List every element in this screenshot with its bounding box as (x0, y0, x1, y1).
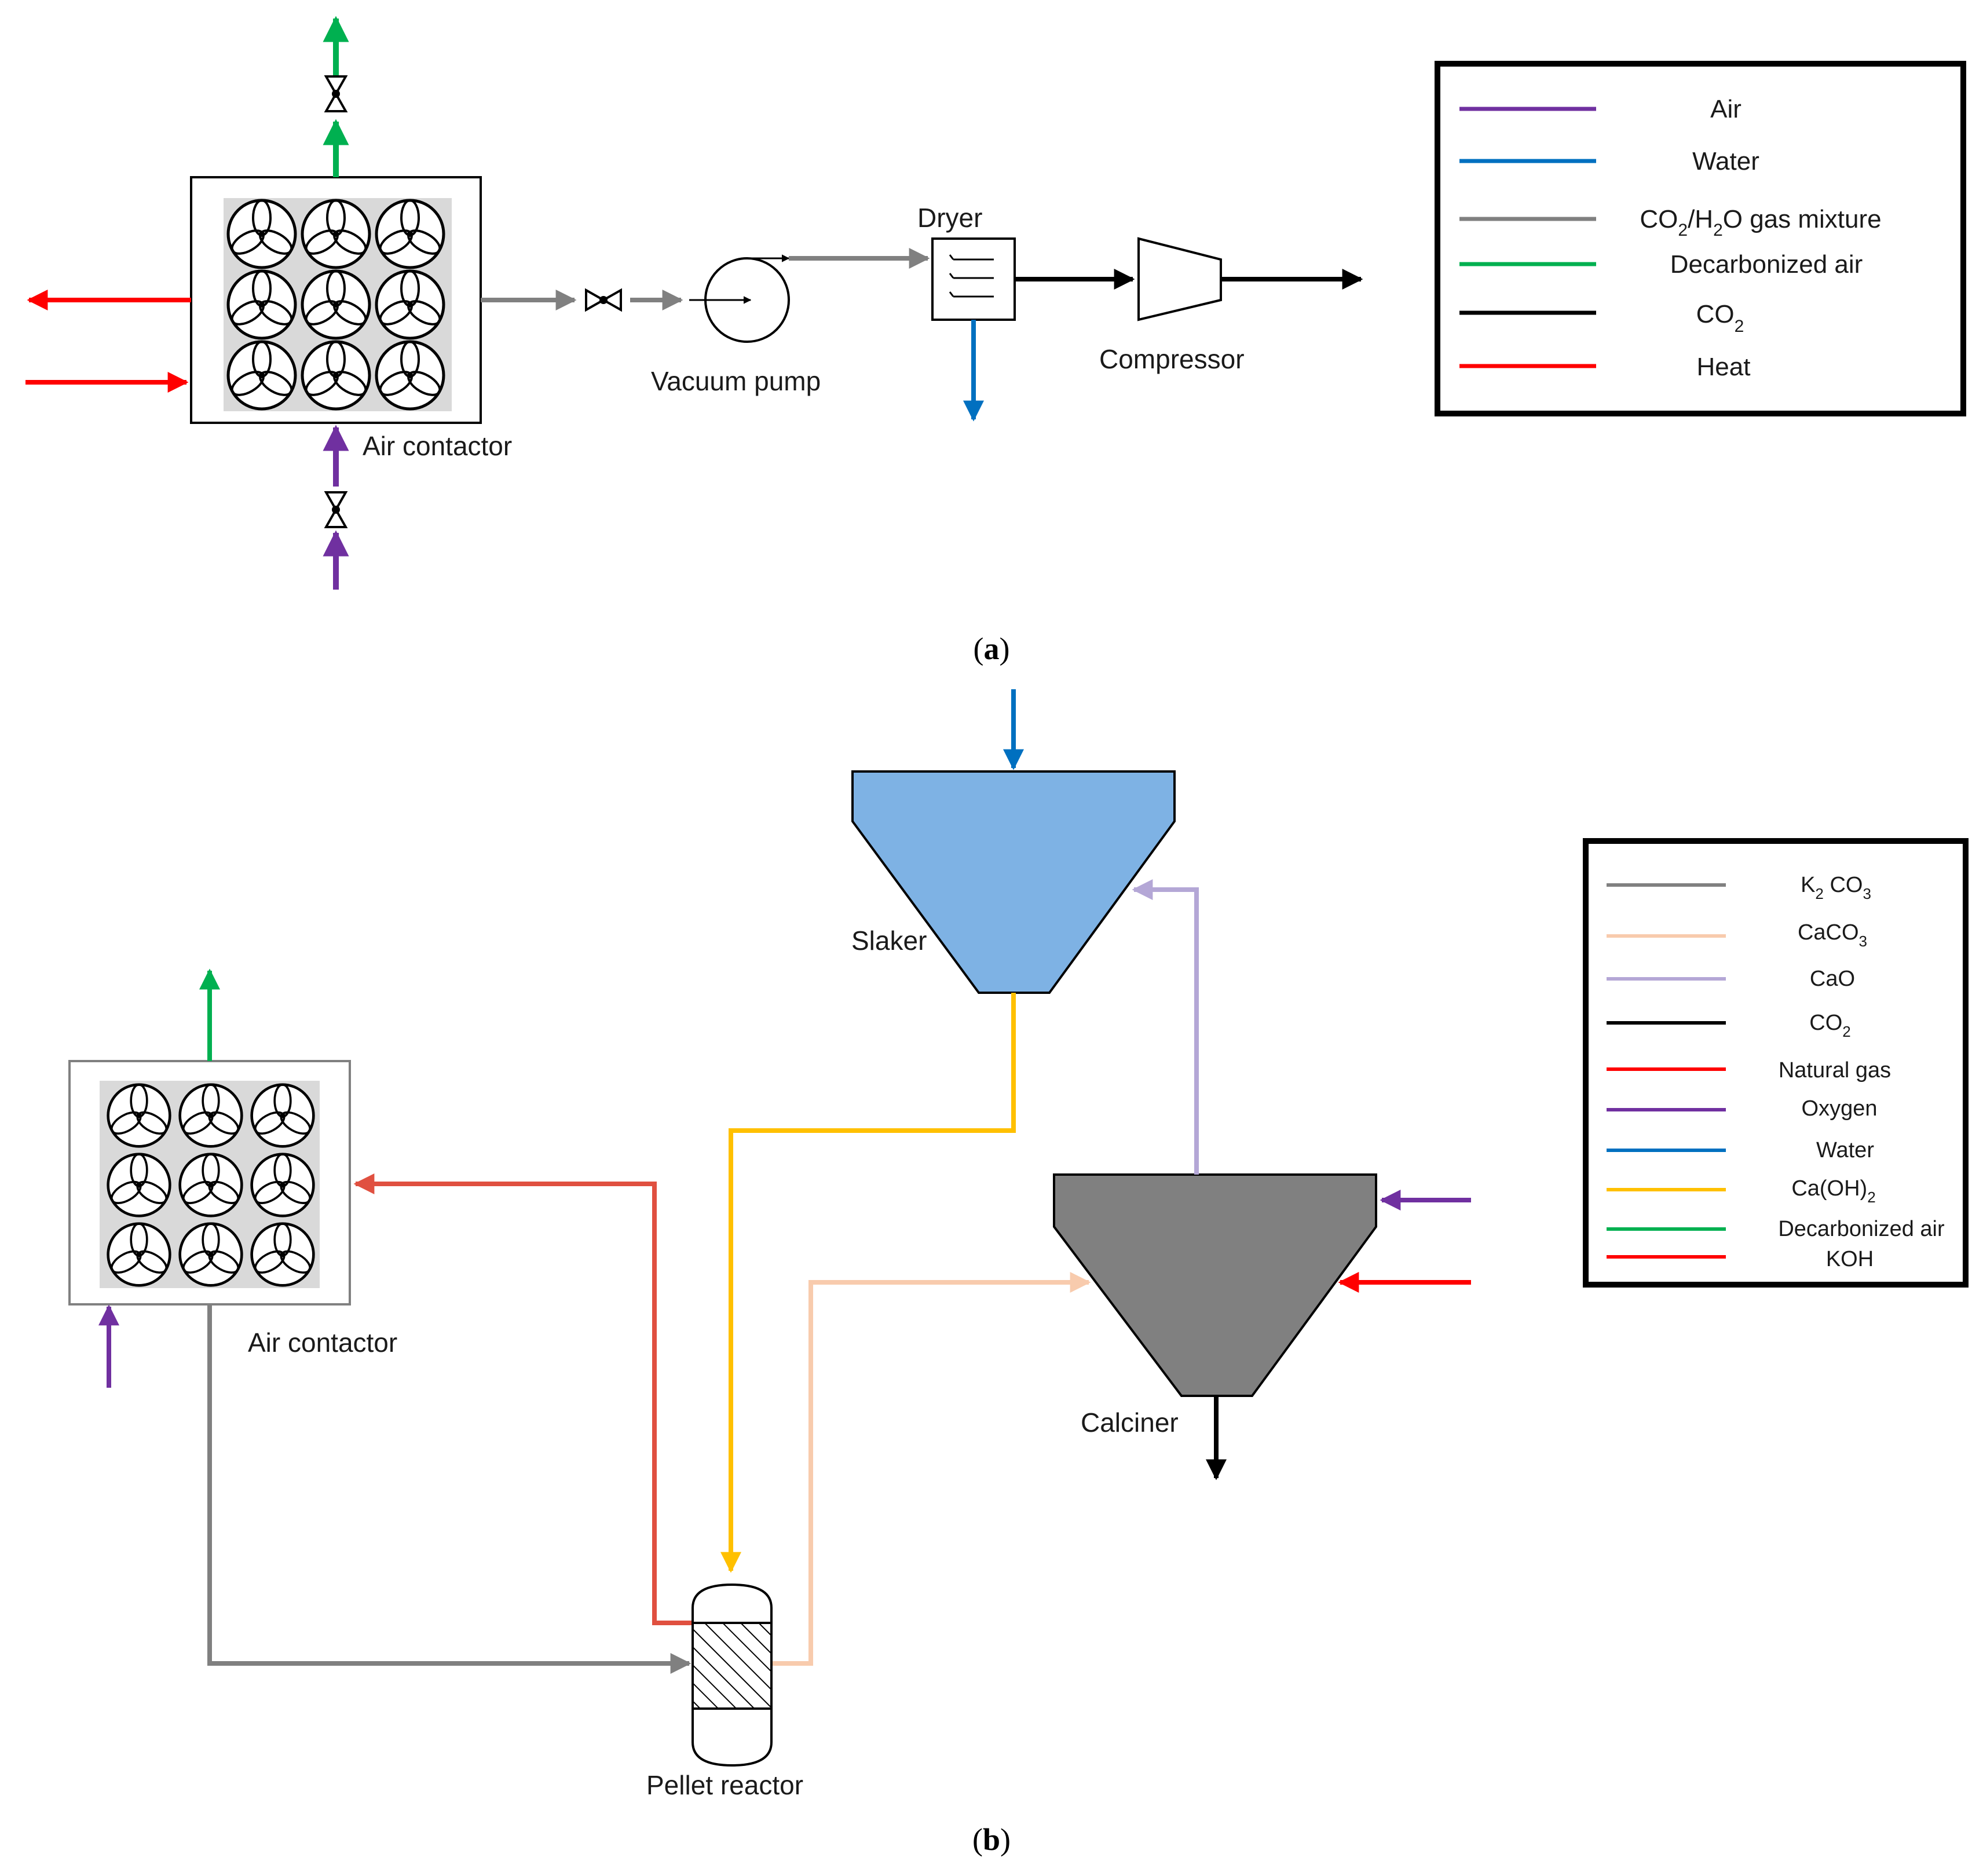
legend-a-label: Air (1710, 95, 1741, 123)
legend-a-entry: Water (1459, 147, 1759, 175)
legend-b-label: CaO (1810, 967, 1855, 991)
legend-a-entry: Heat (1459, 353, 1750, 381)
panel-b: Slaker Air contactor Calciner Pellet rea… (68, 689, 1969, 1857)
legend-b-entry: Natural gas (1607, 1058, 1891, 1083)
decarbonized-air-outlet-a (323, 16, 349, 177)
legend-a-label: CO2/H2O gas mixture (1640, 205, 1881, 240)
caption-b: (b) (972, 1822, 1011, 1857)
legend-b-entry: KOH (1607, 1247, 1874, 1271)
gas-mixture-line-a (481, 289, 683, 311)
legend-b-entry: CaCO3 (1607, 920, 1867, 950)
legend-a-label: Water (1692, 147, 1759, 175)
legend-a-entry: CO2/H2O gas mixture (1459, 205, 1882, 240)
cao-stream (1132, 879, 1199, 1175)
air-contactor-a (190, 176, 482, 424)
label-pellet-reactor: Pellet reactor (646, 1770, 803, 1800)
compressor (1137, 237, 1222, 321)
label-slaker: Slaker (851, 926, 927, 956)
legend-b-entry: Decarbonized air (1607, 1217, 1945, 1241)
legend-b-label: Decarbonized air (1778, 1217, 1945, 1241)
air-inlet-a (323, 425, 349, 590)
legend-a-label: Decarbonized air (1670, 250, 1863, 279)
legend-b: K2 CO3 CaCO3 CaO CO2 Natural gas Oxygen (1583, 838, 1969, 1288)
legend-b-label: Water (1816, 1138, 1874, 1162)
panel-a: Air contactor Vacuum pump Dryer Compress… (25, 16, 1966, 666)
caco3-stream (769, 1272, 1091, 1666)
legend-b-label: KOH (1826, 1247, 1874, 1271)
legend-a: Air Water CO2/H2O gas mixture Decarboniz… (1435, 61, 1966, 416)
pellet-reactor (692, 1583, 773, 1767)
legend-a-entry: CO2 (1459, 300, 1744, 336)
legend-a-label: CO2 (1696, 300, 1744, 336)
koh-stream (353, 1173, 695, 1625)
legend-b-label: CO2 (1809, 1011, 1850, 1040)
heat-streams-a (25, 290, 191, 393)
legend-b-entry: Oxygen (1607, 1096, 1877, 1121)
legend-b-label: Natural gas (1779, 1058, 1891, 1083)
fan-array (108, 1085, 314, 1286)
legend-b-entry: Ca(OH)2 (1607, 1176, 1876, 1206)
label-compressor: Compressor (1099, 344, 1245, 374)
legend-b-entry: CaO (1607, 967, 1855, 991)
legend-b-label: CaCO3 (1798, 920, 1867, 950)
k2co3-stream (207, 1304, 692, 1674)
legend-a-entry: Air (1459, 95, 1741, 123)
legend-b-label: K2 CO3 (1801, 873, 1871, 902)
label-calciner: Calciner (1081, 1407, 1179, 1438)
legend-a-label: Heat (1697, 353, 1751, 381)
label-dryer: Dryer (917, 203, 982, 233)
legend-a-entry: Decarbonized air (1459, 250, 1863, 279)
label-vacuum-pump: Vacuum pump (651, 366, 821, 396)
valve-icon (585, 289, 622, 311)
slaker (851, 770, 1176, 994)
caoh2-stream (720, 993, 1016, 1573)
legend-b-label: Ca(OH)2 (1791, 1176, 1875, 1206)
dryer (931, 237, 1016, 321)
fan-array (228, 200, 444, 409)
caption-a: (a) (974, 631, 1010, 666)
label-air-contactor-b: Air contactor (248, 1328, 397, 1358)
calciner (1053, 1173, 1377, 1397)
legend-b-entry: Water (1607, 1138, 1874, 1162)
legend-b-entry: K2 CO3 (1607, 873, 1871, 902)
label-air-contactor-a: Air contactor (363, 431, 512, 461)
air-contactor-b (68, 1060, 351, 1305)
valve-icon (325, 491, 347, 528)
valve-icon (325, 75, 347, 112)
vacuum-pump (689, 248, 930, 343)
legend-b-label: Oxygen (1802, 1096, 1878, 1121)
legend-b-entry: CO2 (1607, 1011, 1851, 1040)
